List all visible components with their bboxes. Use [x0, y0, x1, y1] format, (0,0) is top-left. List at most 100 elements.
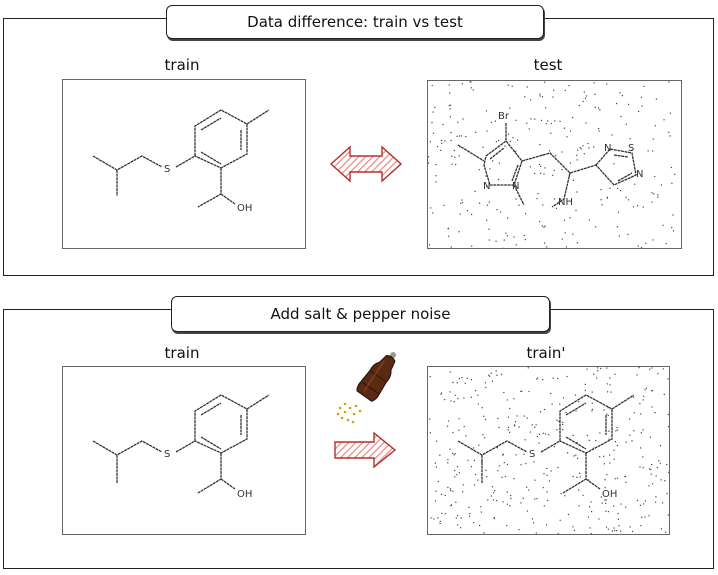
noise-dot — [588, 479, 590, 481]
noise-dot — [485, 386, 487, 389]
noise-dot — [572, 475, 574, 478]
noise-dot — [543, 408, 546, 411]
noise-dot — [637, 245, 639, 247]
noise-dot — [650, 469, 652, 471]
noise-dot — [610, 391, 612, 393]
nitrogen-atom-label: N — [483, 181, 490, 192]
noise-dot — [562, 423, 564, 426]
noise-dot — [447, 228, 449, 230]
noise-dot — [614, 373, 616, 375]
noise-dot — [550, 132, 552, 134]
noise-dot — [631, 440, 633, 442]
noise-dot — [526, 417, 528, 419]
noise-dot — [640, 447, 642, 449]
noise-dot — [629, 526, 631, 528]
noise-dot — [536, 436, 538, 438]
noise-dot — [464, 382, 466, 384]
hydroxyl-atom-label: OH — [237, 203, 252, 214]
noise-dot — [636, 374, 638, 376]
noise-dot — [625, 441, 627, 443]
noise-dot — [524, 96, 526, 98]
noise-dot — [447, 462, 449, 464]
noise-dot — [430, 517, 432, 519]
noise-dot — [552, 377, 554, 379]
noise-dot — [474, 390, 477, 392]
noise-dot — [649, 436, 651, 438]
noise-dot — [544, 167, 546, 169]
noise-dot — [496, 374, 498, 376]
noise-dot — [651, 390, 653, 392]
noise-dot — [450, 505, 452, 507]
noise-dot — [494, 120, 496, 122]
noise-dot — [654, 175, 656, 178]
noise-dot — [658, 460, 660, 462]
sulfur-atom-label: S — [529, 449, 535, 460]
noise-dot — [609, 384, 611, 386]
noise-dot — [600, 199, 602, 201]
noise-dot — [449, 92, 451, 94]
test-molecule-drawing: Br N N NH N S N — [428, 81, 676, 248]
noise-dot — [639, 466, 641, 468]
noise-dot — [486, 476, 488, 478]
noise-dot — [451, 163, 453, 165]
noise-dot — [613, 527, 615, 529]
noise-dot — [510, 495, 512, 497]
top-train-label: train — [164, 56, 200, 74]
noise-dot — [468, 515, 471, 517]
noise-dot — [548, 434, 550, 436]
noise-dot — [668, 471, 669, 473]
noise-dot — [449, 448, 451, 450]
noise-dot — [575, 209, 577, 211]
noise-dot — [640, 432, 642, 434]
noise-dot — [595, 226, 597, 228]
top-panel-title: Data difference: train vs test — [166, 5, 544, 39]
noise-dot — [456, 135, 458, 137]
noise-dot — [542, 204, 544, 206]
noise-dot — [524, 439, 526, 441]
noise-dot — [643, 395, 645, 397]
noise-dot — [586, 434, 588, 437]
train-molecule-structure: S OH — [92, 109, 270, 214]
noise-dot — [461, 201, 464, 204]
noise-dot — [552, 96, 554, 98]
noise-dot — [572, 526, 574, 528]
noise-dot — [485, 175, 487, 177]
noise-dot — [667, 514, 669, 516]
noise-dot — [617, 518, 619, 520]
noise-dot — [496, 500, 498, 502]
noise-dot — [450, 504, 453, 506]
noise-dot — [459, 213, 461, 215]
noise-dot — [465, 435, 467, 437]
noise-dot — [484, 437, 486, 439]
noise-dot — [453, 149, 455, 152]
noise-dot — [652, 483, 654, 485]
noise-dot — [506, 235, 508, 237]
noise-dot — [509, 140, 512, 142]
noise-dot — [620, 503, 622, 505]
noise-dot — [624, 476, 627, 478]
noise-dot — [458, 429, 460, 431]
noise-dot — [567, 513, 570, 515]
noise-dot — [582, 494, 584, 496]
noise-dot — [562, 421, 564, 423]
noise-dot — [461, 83, 463, 85]
noise-dot — [606, 83, 608, 85]
noise-dot — [655, 496, 657, 498]
noise-dot — [599, 456, 601, 458]
noise-dot — [507, 84, 509, 86]
noise-dot — [458, 231, 460, 233]
noise-dot — [533, 522, 535, 524]
noise-dot — [621, 95, 623, 97]
noise-dot — [633, 412, 635, 414]
noise-dot — [490, 495, 493, 497]
noise-dot — [435, 490, 437, 492]
noise-dot — [652, 239, 654, 241]
noise-dot — [593, 82, 595, 84]
noise-dot — [617, 187, 619, 190]
noise-dot — [596, 367, 599, 369]
noise-dot — [479, 202, 481, 204]
noise-dot — [662, 502, 664, 504]
noise-dot — [503, 391, 505, 394]
noise-dot — [530, 118, 532, 120]
noise-dot — [454, 470, 456, 472]
